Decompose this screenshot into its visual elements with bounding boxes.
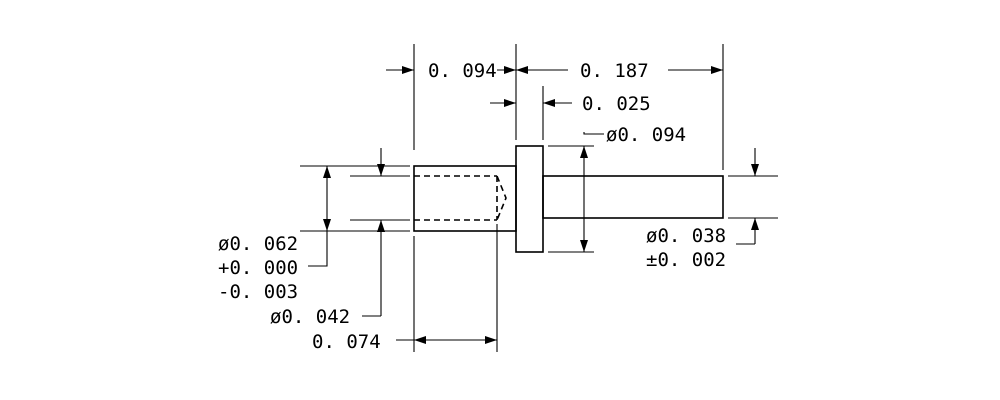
top-dimensions: 0. 094 0. 187 0. 025 ø0. 094 <box>386 44 724 253</box>
pin-diameter-dimension: ø0. 038 ±0. 002 <box>646 148 778 271</box>
bore-hidden-lines <box>414 175 507 221</box>
flange <box>515 145 544 253</box>
pin <box>542 175 724 219</box>
body-diameter-dim: ø0. 062 <box>218 233 298 255</box>
body-dimensions: ø0. 062 +0. 000 -0. 003 ø0. 042 0. 074 <box>218 148 498 353</box>
bore-diameter-dim: ø0. 042 <box>270 306 350 328</box>
pin-diameter-dim: ø0. 038 <box>646 225 726 247</box>
body-tolerance-plus: +0. 000 <box>218 257 298 279</box>
body-tolerance-minus: -0. 003 <box>218 281 298 303</box>
part-outline <box>413 145 724 253</box>
flange-thickness-dim: 0. 025 <box>582 93 651 115</box>
flange-diameter-dim: ø0. 094 <box>606 124 686 146</box>
pin-length-dim: 0. 187 <box>580 60 649 82</box>
flange-offset-dim: 0. 094 <box>428 60 497 82</box>
bore-depth-dim: 0. 074 <box>312 331 381 353</box>
pin-tolerance-dim: ±0. 002 <box>646 249 726 271</box>
